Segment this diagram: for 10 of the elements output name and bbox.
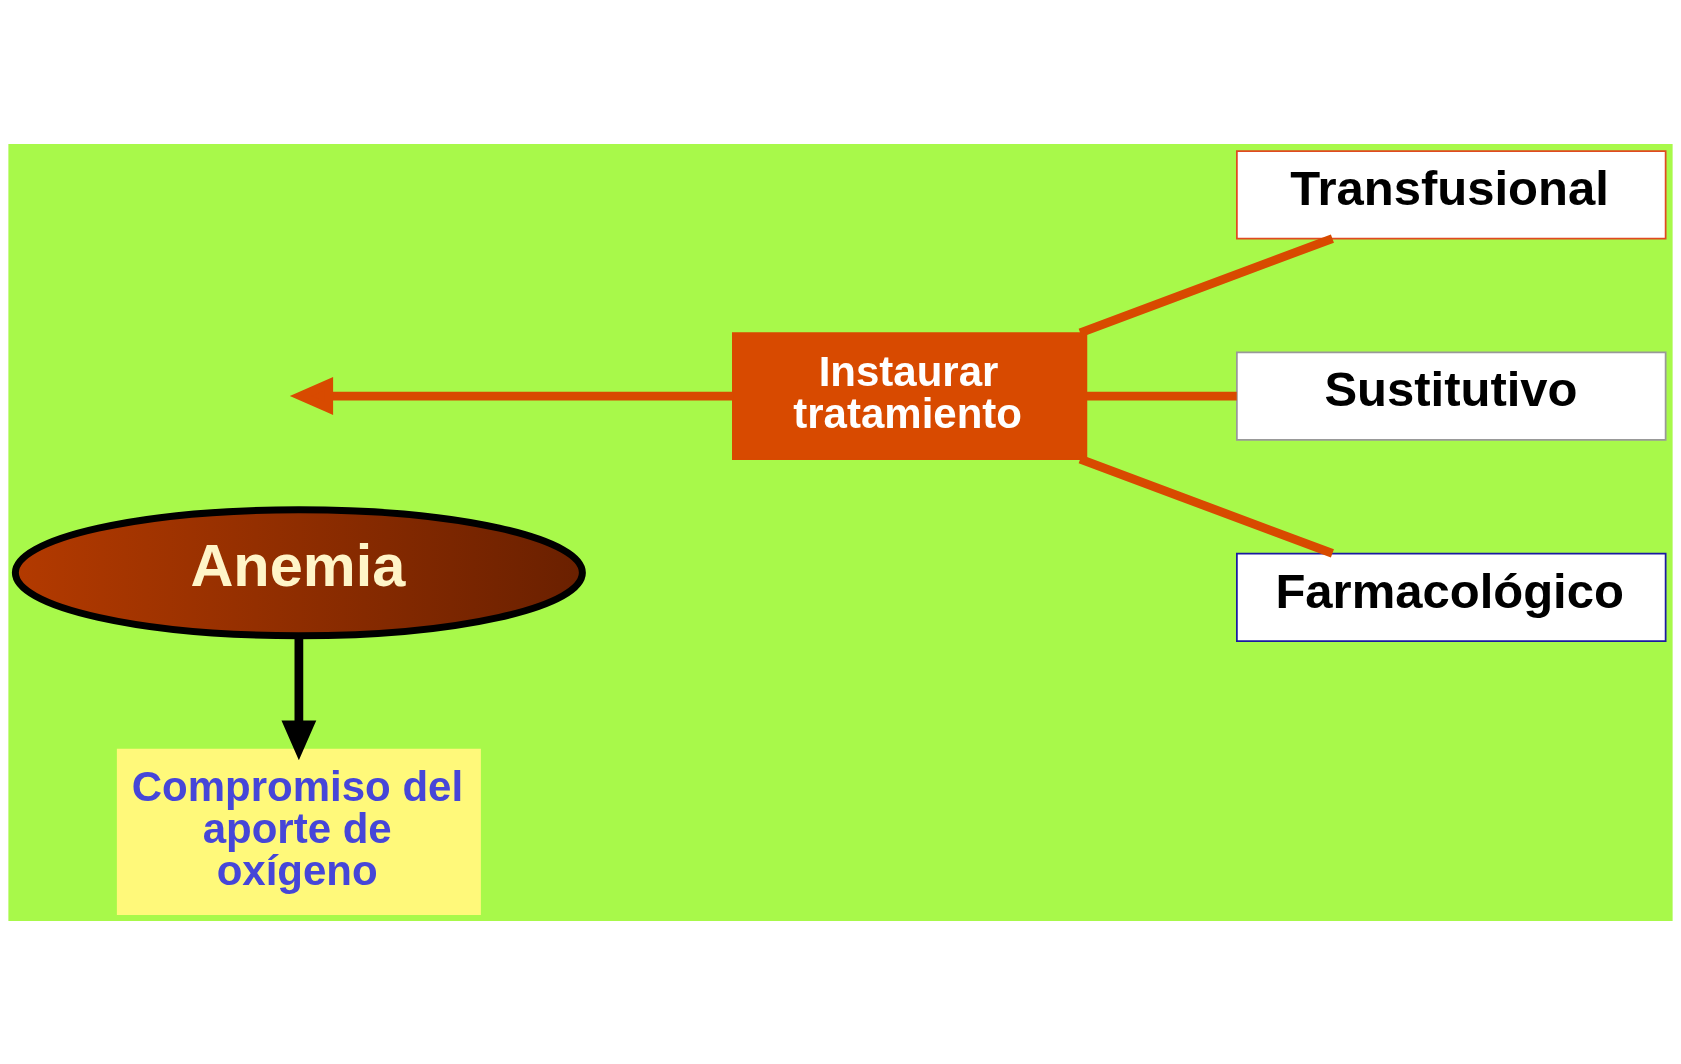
node-box: Farmacológico xyxy=(1236,552,1667,642)
node-box: Transfusional xyxy=(1236,149,1667,239)
connector xyxy=(1078,233,1334,337)
arrow xyxy=(289,376,733,415)
node-box: Instaurar tratamiento xyxy=(732,331,1088,460)
node-ellipse: Anemia xyxy=(11,505,586,639)
node-box: Compromiso del aporte de oxígeno xyxy=(116,748,481,915)
connector xyxy=(1078,454,1334,558)
connector xyxy=(1086,391,1237,400)
node-box: Sustitutivo xyxy=(1236,350,1667,441)
